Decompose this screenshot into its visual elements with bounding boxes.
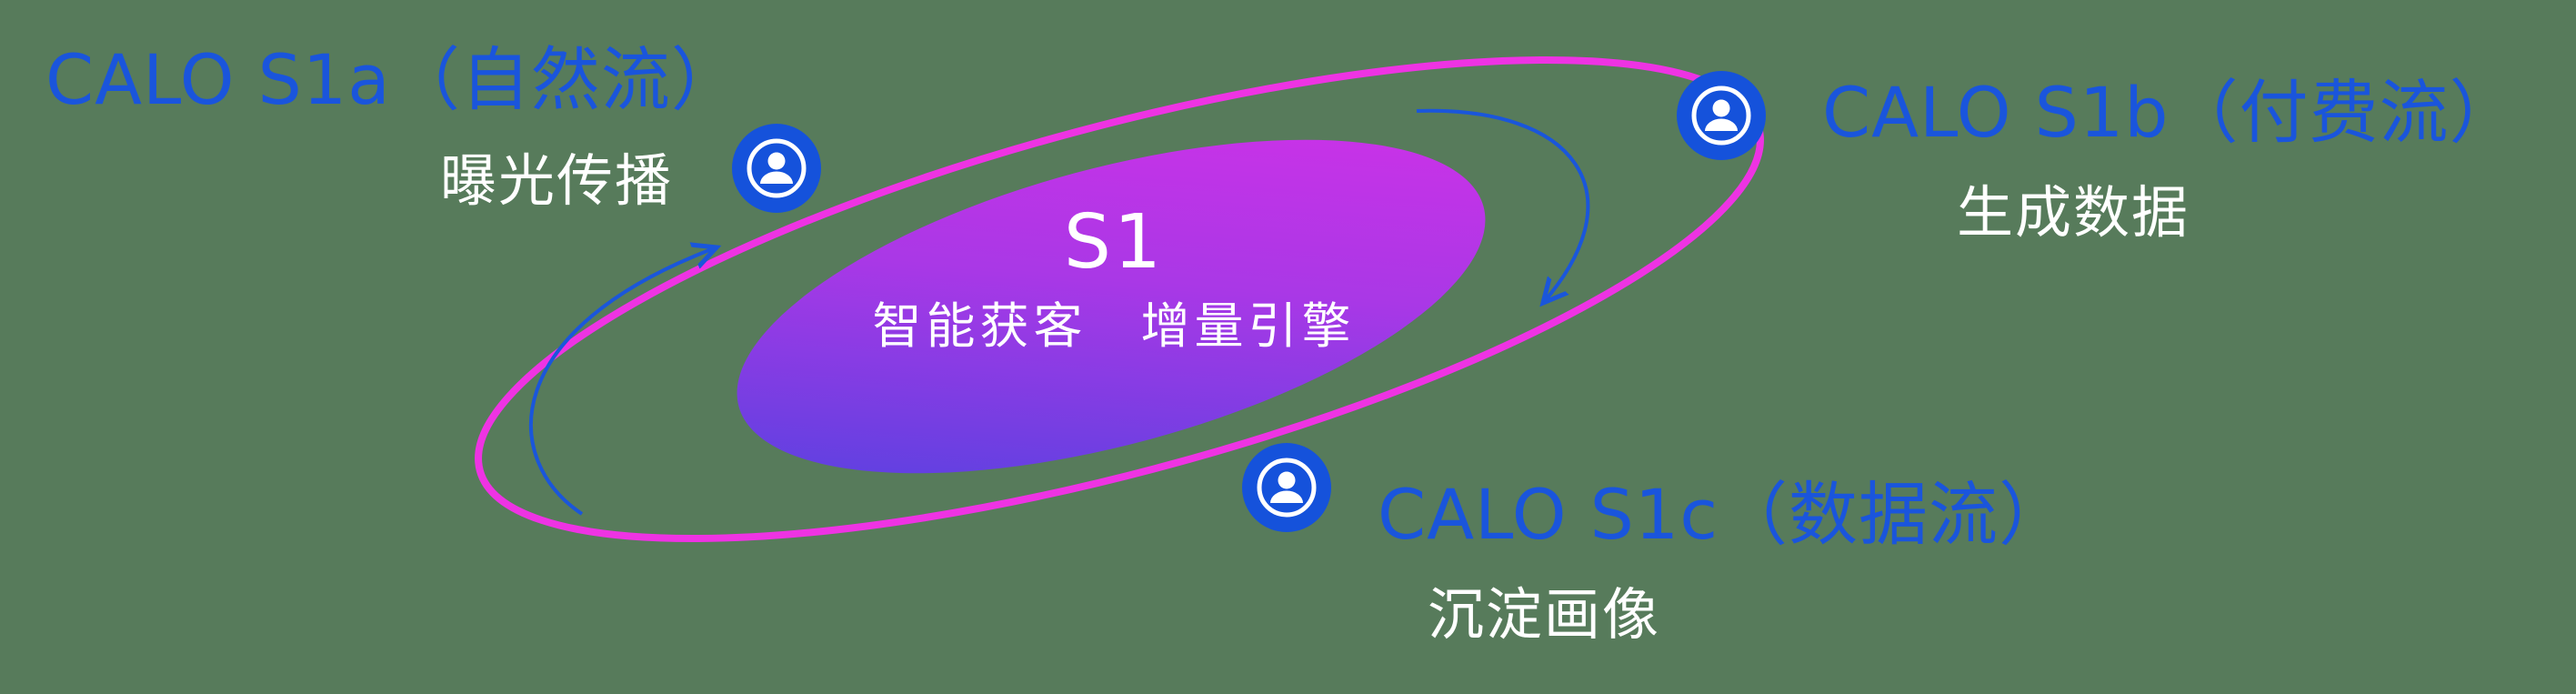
core-ellipse xyxy=(737,139,1486,474)
flow-arrow-left xyxy=(528,247,717,516)
node-calo-s1c xyxy=(1242,443,1331,532)
sublabel-calo-s1b: 生成数据 xyxy=(1957,179,2190,246)
core-text: S1 智能获客 增量引擎 xyxy=(873,206,1356,351)
sublabel-calo-s1a: 曝光传播 xyxy=(440,147,674,214)
flow-arrow-right xyxy=(1416,108,1590,303)
node-calo-s1a xyxy=(732,124,821,213)
label-calo-s1b: CALO S1b（付费流） xyxy=(1822,72,2520,153)
user-icon xyxy=(1242,443,1331,532)
core-title: S1 xyxy=(1063,199,1165,286)
label-calo-s1c: CALO S1c（数据流） xyxy=(1378,474,2070,555)
sublabel-calo-s1c: 沉淀画像 xyxy=(1428,581,1661,648)
user-icon xyxy=(1677,71,1766,160)
label-calo-s1a: CALO S1a（自然流） xyxy=(45,39,741,120)
core-subtitle: 智能获客 增量引擎 xyxy=(872,297,1356,355)
node-calo-s1b xyxy=(1677,71,1766,160)
user-icon xyxy=(732,124,821,213)
